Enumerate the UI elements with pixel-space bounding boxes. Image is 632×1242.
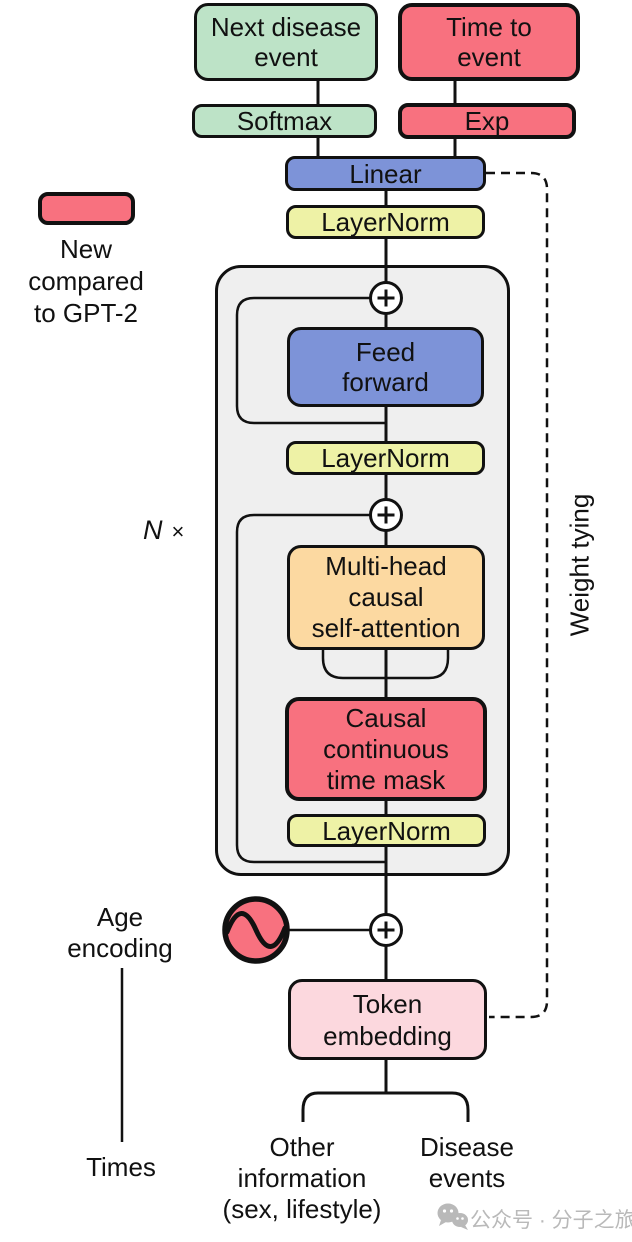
node-feed-forward: Feed forward [287, 327, 484, 407]
node-layernorm-bottom: LayerNorm [287, 814, 486, 847]
other-information-label: Other information (sex, lifestyle) [222, 1132, 382, 1224]
node-softmax: Softmax [192, 104, 377, 138]
times-label: Times [86, 1152, 156, 1182]
n-symbol: N [143, 515, 163, 545]
repeat-n-times-label: N× [143, 515, 184, 546]
weight-tying-dashed-line [486, 171, 549, 1019]
input-bracket [301, 1091, 470, 1122]
mask-to-attention-bracket [321, 650, 450, 680]
node-layernorm-mid: LayerNorm [286, 441, 485, 475]
sine-wave-icon [222, 896, 290, 964]
node-layernorm-top: LayerNorm [286, 205, 485, 239]
weight-tying-label: Weight tying [564, 493, 595, 637]
plus-icon [377, 921, 395, 939]
age-encoding-label: Age encoding [67, 902, 173, 963]
plus-icon [377, 506, 395, 524]
node-exp: Exp [398, 103, 576, 139]
watermark-text: 公众号 · 分子之旅 [470, 1209, 632, 1232]
residual-skip-attention [235, 513, 386, 864]
node-causal-time-mask: Causal continuous time mask [285, 697, 487, 801]
sum-icon-2 [369, 498, 403, 532]
legend-label: New compared to GPT-2 [28, 234, 144, 328]
wechat-icon [437, 1203, 468, 1230]
node-multihead-attention: Multi-head causal self-attention [287, 545, 485, 650]
legend-new-swatch [38, 192, 135, 225]
plus-icon [377, 289, 395, 307]
sum-icon-1 [369, 281, 403, 315]
times-symbol: × [171, 519, 185, 544]
node-next-disease-event: Next disease event [194, 3, 378, 81]
node-linear: Linear [285, 156, 486, 191]
node-token-embedding: Token embedding [288, 979, 487, 1060]
disease-events-label: Disease events [420, 1132, 514, 1193]
node-time-to-event: Time to event [398, 3, 580, 81]
residual-skip-feedforward [235, 296, 386, 425]
sum-icon-3 [369, 913, 403, 947]
